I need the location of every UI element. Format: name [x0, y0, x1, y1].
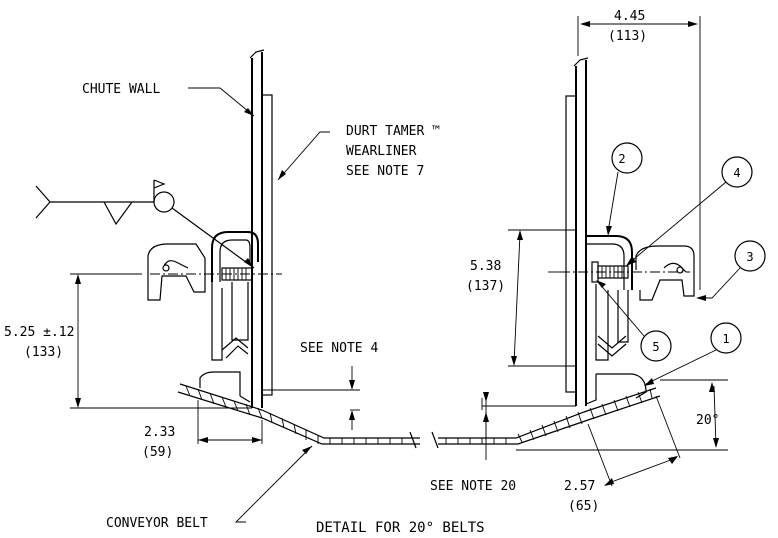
balloon-5 — [596, 280, 672, 362]
right-dimensions — [481, 16, 728, 487]
leader-conveyor-belt — [234, 445, 313, 523]
balloon-2 — [606, 142, 643, 236]
dim-538-mm: (137) — [466, 279, 505, 294]
dim-445-in: 4.45 — [614, 9, 645, 24]
dim-445-mm: (113) — [608, 29, 647, 44]
balloon-4 — [626, 156, 753, 266]
dim-257-mm: (65) — [568, 499, 599, 514]
balloon-1-text: 1 — [722, 332, 729, 346]
label-wearliner-line3: SEE NOTE 7 — [346, 164, 424, 179]
dim-angle: 20° — [696, 413, 719, 428]
dim-525-in: 5.25 ±.12 — [4, 325, 74, 340]
dim-525-mm: (133) — [24, 345, 63, 360]
balloon-3-text: 3 — [746, 250, 753, 264]
balloon-2-text: 2 — [618, 152, 625, 166]
weld-symbol — [35, 179, 255, 269]
balloon-3 — [696, 240, 766, 301]
conveyor-belt-left — [177, 383, 420, 449]
label-wearliner-line2: WEARLINER — [346, 144, 417, 159]
conveyor-belt-right — [431, 387, 661, 449]
label-see-note-4: SEE NOTE 4 — [300, 341, 378, 356]
label-conveyor-belt: CONVEYOR BELT — [106, 516, 208, 531]
balloon-4-text: 4 — [733, 166, 740, 180]
left-dimensions — [70, 273, 360, 444]
label-wearliner-line1: DURT TAMER ™ — [346, 124, 440, 139]
balloon-1 — [644, 322, 742, 386]
label-chute-wall: CHUTE WALL — [82, 82, 160, 97]
leader-chute-wall — [188, 87, 255, 117]
detail-title: DETAIL FOR 20° BELTS — [316, 520, 485, 536]
right-assembly — [560, 57, 695, 406]
left-assembly — [147, 49, 282, 408]
dim-233-mm: (59) — [142, 445, 173, 460]
balloon-5-text: 5 — [652, 340, 659, 354]
dim-257-in: 2.57 — [564, 479, 595, 494]
leader-wearliner — [277, 131, 330, 181]
dim-233-in: 2.33 — [144, 425, 175, 440]
dim-538-in: 5.38 — [470, 259, 501, 274]
label-see-note-20: SEE NOTE 20 — [430, 479, 516, 494]
